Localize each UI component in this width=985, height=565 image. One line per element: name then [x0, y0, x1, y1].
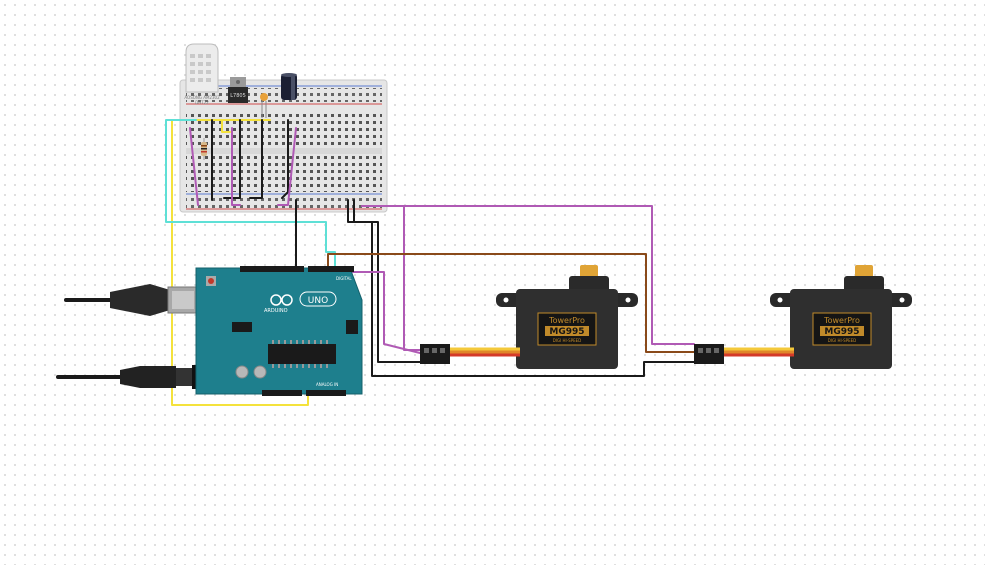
sensor-label-1: AOSONG AM2302: [184, 95, 220, 100]
arduino-logo: [270, 294, 293, 306]
wire-purple-3: [277, 127, 297, 206]
wire-black-3: [249, 119, 263, 199]
board-capacitor: [235, 365, 249, 379]
board-capacitor: [253, 365, 267, 379]
servo-1-brand: TowerPro: [548, 316, 585, 325]
wire-purple-signal: [334, 271, 425, 355]
wire-yellow-short: [221, 119, 231, 133]
wire-cyan-data: [165, 119, 336, 273]
usb-chip: [232, 322, 252, 332]
wire-purple-1: [189, 127, 199, 206]
arduino-brand: ARDUINO: [264, 308, 288, 314]
dht22-sensor: AOSONG AM2302 DHT22: [184, 43, 220, 105]
voltage-regulator: L7805: [228, 77, 248, 103]
wire-black-servo-1: [353, 199, 423, 363]
icsp-header: [346, 320, 358, 334]
sensor-label-2: DHT22: [195, 100, 209, 105]
servo-2-brand: TowerPro: [823, 316, 860, 325]
arduino-digital-label: DIGITAL: [336, 276, 352, 281]
servo-1-model: MG995: [549, 327, 584, 337]
regulator-label: L7805: [230, 93, 246, 99]
wire-black-2: [223, 119, 241, 199]
wire-black-servo-2: [347, 199, 695, 377]
wire-yellow-power: [171, 119, 309, 406]
servo-1-sublabel: DIGI HI-SPEED: [553, 338, 582, 343]
wire-purple-2: [231, 127, 241, 206]
wire-purple-servo-2: [361, 205, 695, 345]
atmega-chip: [268, 344, 336, 364]
usb-cable: [64, 284, 199, 316]
arduino-uno: DIGITAL ANALOG IN ARDUINO UNO: [195, 266, 363, 396]
servo-2-model: MG995: [824, 327, 859, 337]
servo-motor-1: TowerPro MG995 DIGI HI-SPEED: [420, 265, 638, 369]
ceramic-capacitor: [260, 93, 268, 118]
wire-brown-signal: [327, 253, 695, 353]
wires: [165, 119, 695, 406]
arduino-analog-label: ANALOG IN: [316, 382, 338, 387]
resistor: [201, 138, 207, 160]
servo-2-connector: [694, 344, 724, 364]
arduino-model: UNO: [308, 296, 328, 306]
wire-black-4: [281, 119, 289, 199]
servo-2-sublabel: DIGI HI-SPEED: [828, 338, 857, 343]
electrolytic-capacitor: [281, 73, 297, 100]
servo-1-connector: [420, 344, 450, 364]
servo-motor-2: TowerPro MG995 DIGI HI-SPEED: [694, 265, 912, 369]
uno-badge: UNO: [299, 291, 337, 307]
